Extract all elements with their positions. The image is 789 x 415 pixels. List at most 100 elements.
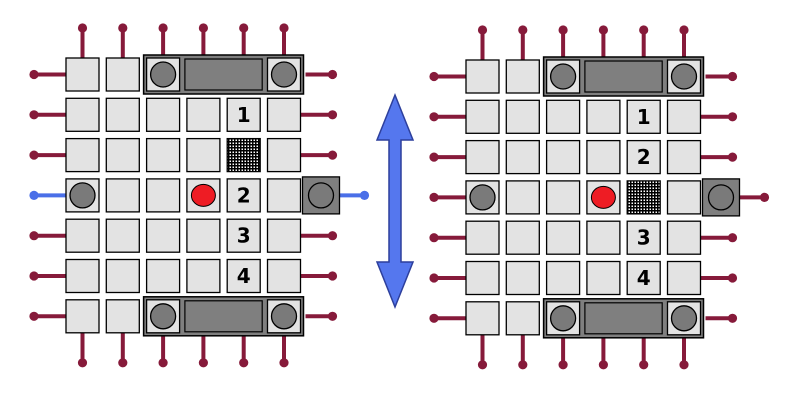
port-circle-right <box>707 184 735 211</box>
grid-cell <box>65 97 100 132</box>
pin-head <box>429 313 439 323</box>
grid-cell <box>145 178 181 213</box>
cell-number: 3 <box>237 224 251 248</box>
port-circle-right <box>307 182 335 209</box>
pin-head <box>429 112 439 122</box>
red-token <box>590 185 616 209</box>
grid-cell <box>65 218 100 253</box>
pin-head <box>327 110 338 120</box>
pin-head <box>727 152 738 162</box>
cell-number: 4 <box>637 266 651 290</box>
cell-number: 2 <box>637 145 651 169</box>
pin-head <box>77 358 88 368</box>
grid-cell <box>65 258 100 294</box>
pin-head <box>327 271 338 281</box>
left-board: 1 2 3 4 <box>29 23 370 368</box>
pin-head <box>429 273 439 283</box>
pin-head <box>727 313 738 323</box>
grid-cell <box>505 220 540 255</box>
grid-cell <box>65 57 100 92</box>
grid-cell <box>586 99 621 134</box>
grid-cell <box>465 139 500 175</box>
pin-head <box>679 360 689 370</box>
swap-arrow <box>375 92 415 310</box>
grid-cell <box>666 220 702 255</box>
end-circle <box>270 303 298 330</box>
grid-cell <box>145 218 181 253</box>
grid-cell <box>145 137 181 173</box>
grid-cell <box>586 220 621 255</box>
pin-head <box>29 231 39 241</box>
grid-cell <box>145 258 181 294</box>
pin-head <box>158 23 168 33</box>
end-circle <box>670 305 698 332</box>
end-circle <box>149 303 177 330</box>
end-circle <box>270 61 298 88</box>
pin-head <box>558 360 568 370</box>
grid-cell <box>226 218 261 253</box>
grid-cell <box>505 99 540 134</box>
pin-head <box>359 190 370 200</box>
grid-cell <box>186 218 221 253</box>
end-circle <box>149 61 177 88</box>
pin-head <box>727 112 738 122</box>
grid-cell <box>545 260 581 296</box>
grid-cell <box>545 220 581 255</box>
pin-head <box>29 190 39 200</box>
end-circle <box>670 63 698 90</box>
grid-cell <box>465 59 500 94</box>
pin-head <box>727 273 738 283</box>
cell-number: 1 <box>637 105 651 129</box>
pin-head <box>29 150 39 160</box>
grid-cell <box>65 137 100 173</box>
grid-cell <box>505 301 540 336</box>
grid-cell <box>105 218 140 253</box>
grid-cell <box>226 97 261 132</box>
grid-cell <box>105 178 140 213</box>
grid-cell <box>505 180 540 215</box>
pin-head <box>518 25 528 35</box>
pin-head <box>639 25 649 35</box>
pin-head <box>239 358 249 368</box>
grid-cell <box>465 220 500 255</box>
grid-cell <box>626 260 661 296</box>
pin-head <box>118 23 128 33</box>
cell-number: 2 <box>237 183 251 207</box>
grid-cell <box>626 99 661 134</box>
bar-slot <box>184 300 263 333</box>
grid-cell <box>545 180 581 215</box>
grid-cell <box>145 97 181 132</box>
pin-head <box>198 23 208 33</box>
grid-cell <box>465 260 500 296</box>
pin-head <box>639 360 649 370</box>
pin-head <box>327 311 338 321</box>
grid-cell <box>626 139 661 175</box>
pin-head <box>429 71 439 82</box>
grid-cell <box>505 139 540 175</box>
grid-cell <box>186 97 221 132</box>
pin-head <box>727 71 738 82</box>
grid-cell <box>226 178 261 213</box>
grid-cell <box>465 301 500 336</box>
bar-slot <box>184 58 263 91</box>
cell-number: 1 <box>237 103 251 127</box>
pin-head <box>279 23 289 33</box>
grid-cell <box>186 137 221 173</box>
double-arrow-icon <box>375 92 415 310</box>
grid-cell <box>666 99 702 134</box>
grid-cell <box>105 137 140 173</box>
pin-head <box>158 358 168 368</box>
grid-cell <box>586 139 621 175</box>
grid-cell <box>266 258 302 294</box>
grid-cell <box>105 97 140 132</box>
pin-head <box>327 150 338 160</box>
grid-cell <box>266 178 302 213</box>
pin-head <box>198 358 208 368</box>
pin-head <box>29 271 39 281</box>
grid-cell <box>545 139 581 175</box>
pin-head <box>118 358 128 368</box>
pin-head <box>477 25 488 35</box>
cell-number: 4 <box>237 264 251 288</box>
